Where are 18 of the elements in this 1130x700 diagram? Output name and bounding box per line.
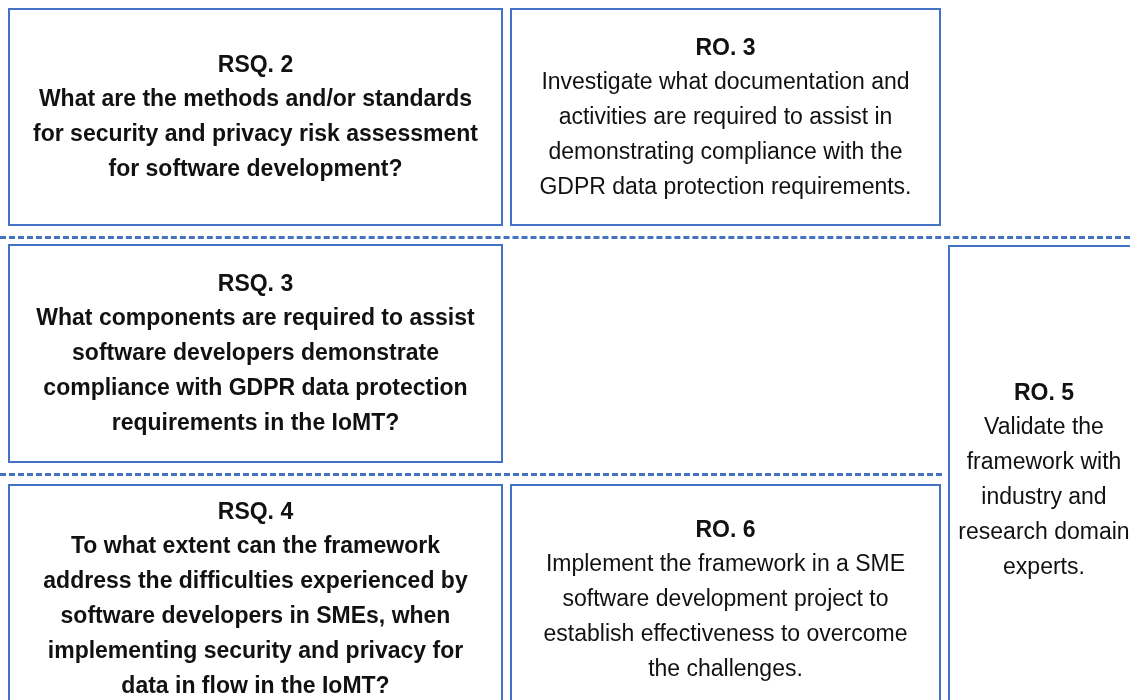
- question-box: [8, 8, 503, 226]
- objective-box: [948, 245, 1130, 700]
- objective-box: [510, 8, 941, 226]
- box-heading: RO. 6: [695, 514, 756, 544]
- box-heading: RSQ. 3: [217, 269, 294, 298]
- box-heading: RO. 5: [1013, 378, 1075, 407]
- question-box: [8, 484, 503, 700]
- box-heading: RSQ. 2: [217, 50, 294, 79]
- question-box: [8, 244, 503, 463]
- objective-text: Validate the framework with industry and research domain experts.: [958, 412, 1130, 581]
- question-text: What are the methods and/or standards for security and privacy risk assessment for software development?: [32, 84, 479, 183]
- box-heading: RSQ. 4: [217, 497, 294, 526]
- question-text: What components are required to assist software developers demonstrate compliance with GDPR data protection requirements in the IoMT?: [35, 303, 476, 437]
- objective-text: Implement the framework in a SME software development project to establish effectiveness to overcome the challenges.: [542, 548, 909, 683]
- box-heading: RO. 3: [695, 32, 756, 62]
- question-text: To what extent can the framework address the difficulties experienced by software developers in SMEs, when implementing security and privacy for data in flow in the IoMT?: [42, 531, 469, 700]
- objective-text: Investigate what documentation and activities are required to assist in demonstrating compliance with the GDPR data protection requirements.: [538, 66, 913, 201]
- objective-box: [510, 484, 941, 700]
